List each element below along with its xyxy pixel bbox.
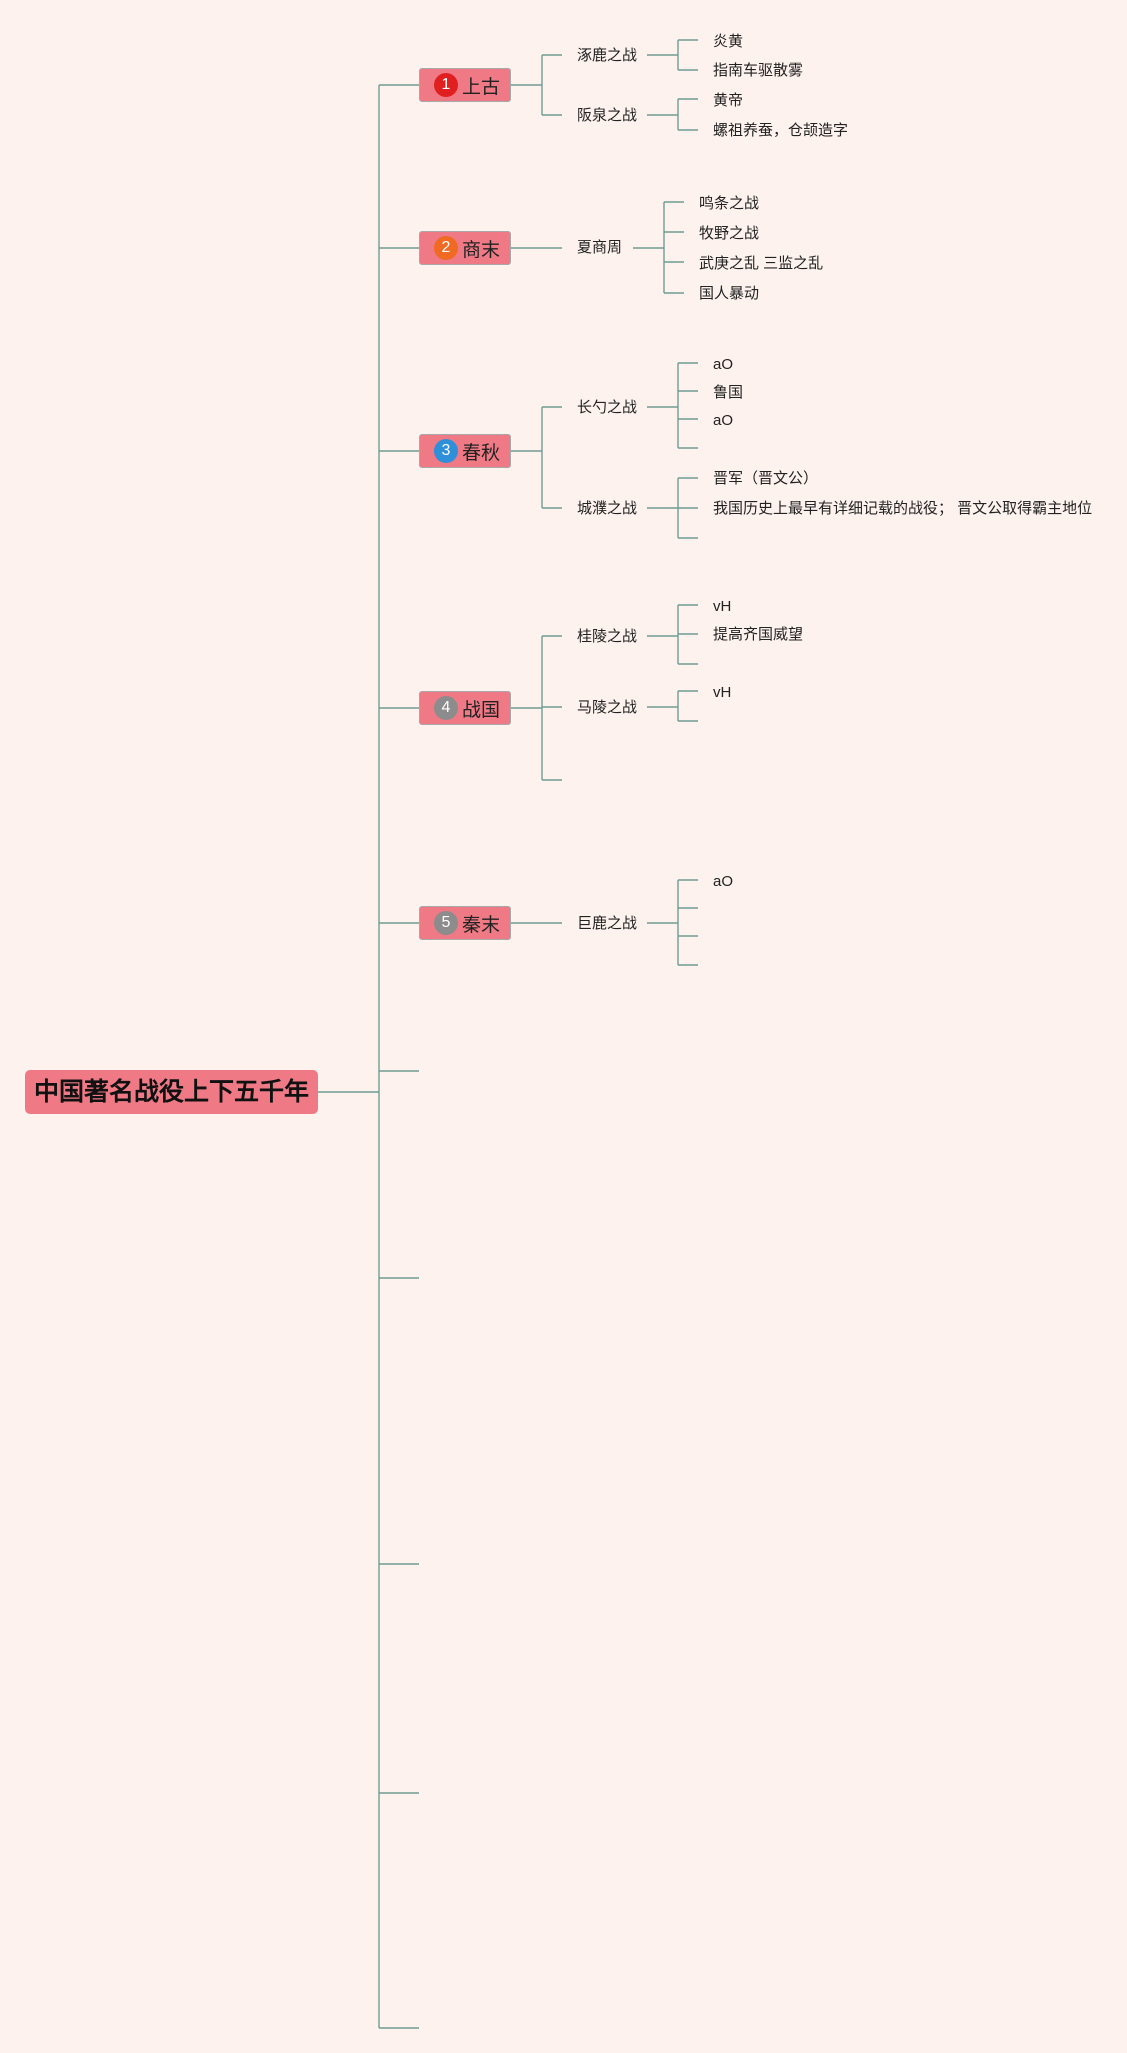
detail-node[interactable]: aO bbox=[713, 873, 734, 890]
detail-node[interactable]: 指南车驱散雾 bbox=[713, 62, 804, 79]
era-node-5[interactable]: 5 秦末 bbox=[419, 906, 511, 940]
root-topic[interactable]: 中国著名战役上下五千年 bbox=[25, 1070, 318, 1114]
detail-node[interactable]: 鸣条之战 bbox=[699, 195, 760, 212]
era-node-3[interactable]: 3 春秋 bbox=[419, 434, 511, 468]
root-title: 中国著名战役上下五千年 bbox=[33, 1078, 309, 1106]
era-label: 商末 bbox=[462, 239, 501, 261]
era-number-badge: 4 bbox=[434, 696, 458, 720]
battle-node[interactable]: 阪泉之战 bbox=[577, 107, 638, 124]
detail-node[interactable]: 晋军（晋文公） bbox=[713, 470, 819, 487]
era-number-badge: 1 bbox=[434, 73, 458, 97]
era-node-4[interactable]: 4 战国 bbox=[419, 691, 511, 725]
detail-node[interactable]: 提高齐国威望 bbox=[713, 626, 804, 643]
detail-node[interactable]: 黄帝 bbox=[713, 92, 744, 109]
detail-node[interactable]: 武庚之乱 三监之乱 bbox=[699, 255, 824, 272]
detail-node[interactable]: vH bbox=[713, 598, 732, 615]
era-node-1[interactable]: 1 上古 bbox=[419, 68, 511, 102]
battle-node[interactable]: 桂陵之战 bbox=[577, 628, 638, 645]
detail-node[interactable]: 牧野之战 bbox=[699, 225, 760, 242]
era-node-2[interactable]: 2 商末 bbox=[419, 231, 511, 265]
battle-node[interactable]: 长勺之战 bbox=[577, 399, 638, 416]
era-label: 春秋 bbox=[462, 442, 501, 464]
detail-node[interactable]: aO bbox=[713, 412, 734, 429]
detail-node[interactable]: 鲁国 bbox=[713, 384, 744, 401]
era-label: 战国 bbox=[462, 699, 501, 721]
era-number-badge: 3 bbox=[434, 439, 458, 463]
battle-node[interactable]: 涿鹿之战 bbox=[577, 47, 638, 64]
detail-node[interactable]: vH bbox=[713, 684, 732, 701]
era-number-badge: 5 bbox=[434, 911, 458, 935]
battle-node[interactable]: 马陵之战 bbox=[577, 699, 638, 716]
era-label: 秦末 bbox=[462, 914, 501, 936]
battle-node[interactable]: 城濮之战 bbox=[577, 500, 638, 517]
detail-node[interactable]: 炎黄 bbox=[713, 33, 744, 50]
detail-node[interactable]: 螺祖养蚕，仓颉造字 bbox=[713, 122, 849, 139]
battle-node[interactable]: 夏商周 bbox=[577, 239, 623, 256]
era-label: 上古 bbox=[462, 76, 501, 98]
detail-node[interactable]: 我国历史上最早有详细记载的战役； 晋文公取得霸主地位 bbox=[713, 500, 1093, 517]
detail-node[interactable]: aO bbox=[713, 356, 734, 373]
era-number-badge: 2 bbox=[434, 236, 458, 260]
detail-node[interactable]: 国人暴动 bbox=[699, 285, 760, 302]
battle-node[interactable]: 巨鹿之战 bbox=[577, 915, 638, 932]
